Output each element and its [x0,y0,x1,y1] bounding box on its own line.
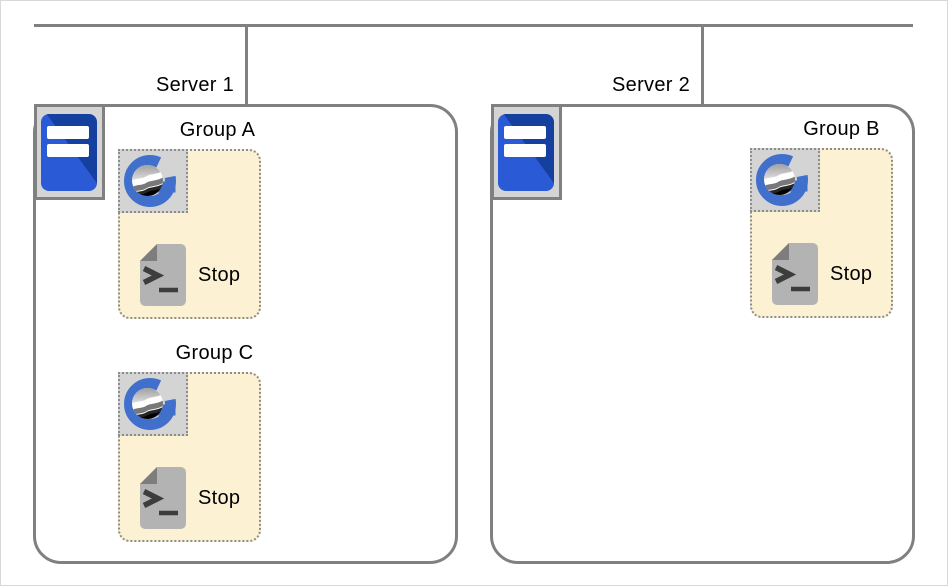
server-tower-icon [491,104,562,200]
shell-script-icon [771,242,819,306]
group-b-action: Stop [771,242,872,306]
connector-trunk-line [34,24,913,27]
group-c: Group C Stop [118,340,261,542]
goldengate-g-icon [118,372,188,436]
connector-drop-server1 [245,24,248,104]
group-a-box: Stop [118,149,261,319]
goldengate-g-icon [750,148,820,212]
group-b: Group B Stop [750,116,893,318]
shell-script-icon [139,243,187,307]
group-c-box: Stop [118,372,261,542]
group-c-label: Group C [175,342,254,364]
shell-script-icon [139,466,187,530]
server-tower-icon [34,104,105,200]
server2-label: Server 2 [612,74,690,96]
server2-box: Group B Stop [490,104,915,564]
server1-label: Server 1 [156,74,234,96]
group-a-action-label: Stop [198,263,241,286]
connector-drop-server2 [701,24,704,104]
group-a-action: Stop [139,243,240,307]
goldengate-g-icon [118,149,188,213]
group-b-box: Stop [750,148,893,318]
group-b-action-label: Stop [830,262,873,285]
group-c-action-label: Stop [198,486,241,509]
group-a-label: Group A [179,119,256,141]
group-b-label: Group B [803,118,880,140]
group-c-action: Stop [139,466,240,530]
group-a: Group A Stop [118,117,261,319]
server1-box: Group A Stop Group C [33,104,458,564]
